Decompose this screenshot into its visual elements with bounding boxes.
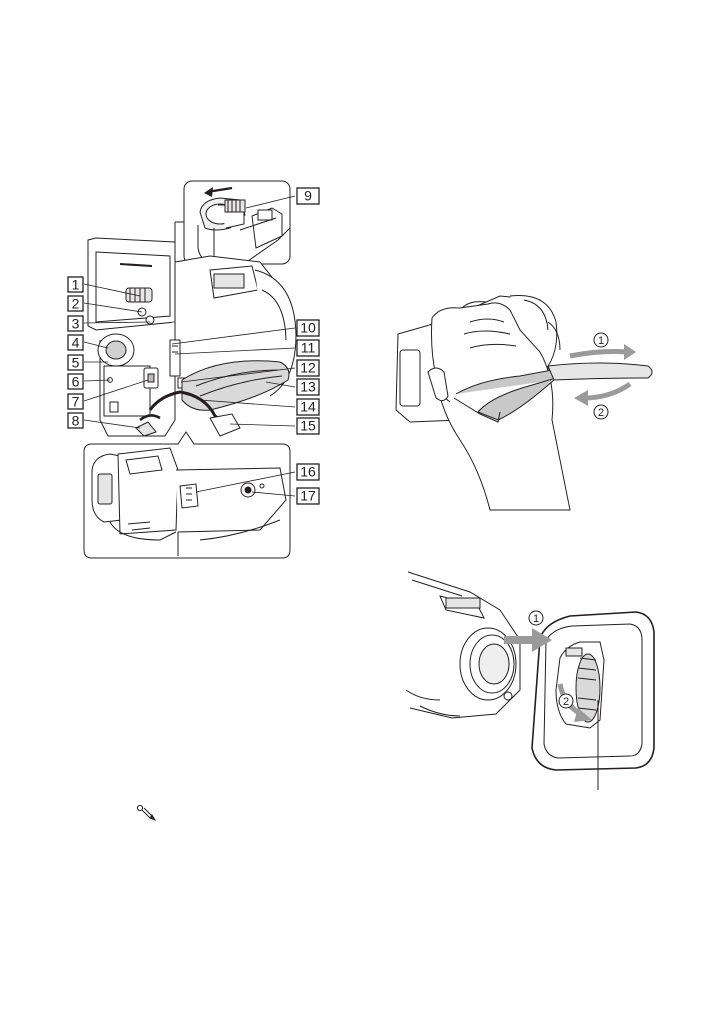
svg-text:9: 9	[304, 188, 312, 204]
callout-15: 15	[297, 418, 319, 435]
svg-text:16: 16	[300, 464, 316, 480]
svg-text:11: 11	[301, 340, 316, 356]
callout-5: 5	[68, 355, 83, 371]
callout-7: 7	[68, 394, 83, 410]
callout-10: 10	[297, 320, 319, 337]
svg-text:15: 15	[300, 418, 316, 434]
callout-14: 14	[297, 399, 319, 416]
svg-text:14: 14	[300, 399, 316, 415]
callout-13: 13	[297, 379, 319, 396]
callout-17: 17	[297, 488, 319, 505]
svg-text:17: 17	[300, 488, 316, 504]
svg-text:7: 7	[72, 394, 80, 410]
callout-11: 11	[297, 340, 319, 357]
grip-belt-diagram	[396, 296, 652, 510]
svg-text:5: 5	[72, 355, 80, 371]
callout-4: 4	[68, 335, 83, 351]
svg-text:2: 2	[598, 407, 604, 419]
callout-16: 16	[297, 464, 319, 481]
svg-text:2: 2	[72, 296, 80, 312]
callout-3: 3	[68, 316, 83, 332]
svg-text:4: 4	[72, 335, 80, 351]
callout-6: 6	[68, 374, 83, 390]
callout-8: 8	[68, 413, 83, 429]
camcorder-body-drawing	[88, 238, 296, 436]
callout-12: 12	[297, 360, 319, 377]
svg-text:13: 13	[300, 379, 316, 395]
tip-pencil-icon	[137, 805, 155, 820]
callout-2: 2	[68, 296, 83, 312]
svg-text:8: 8	[72, 413, 80, 429]
svg-text:3: 3	[72, 316, 80, 332]
lens-hood-diagram	[406, 572, 654, 790]
svg-text:2: 2	[563, 696, 569, 708]
svg-text:1: 1	[598, 335, 604, 347]
svg-text:12: 12	[300, 360, 316, 376]
callout-1: 1	[68, 277, 83, 293]
callout-9: 9	[297, 188, 319, 205]
svg-text:6: 6	[72, 374, 80, 390]
svg-text:10: 10	[300, 320, 316, 336]
svg-text:1: 1	[533, 613, 539, 625]
svg-text:1: 1	[72, 277, 80, 293]
camcorder-parts-diagram	[84, 181, 296, 558]
